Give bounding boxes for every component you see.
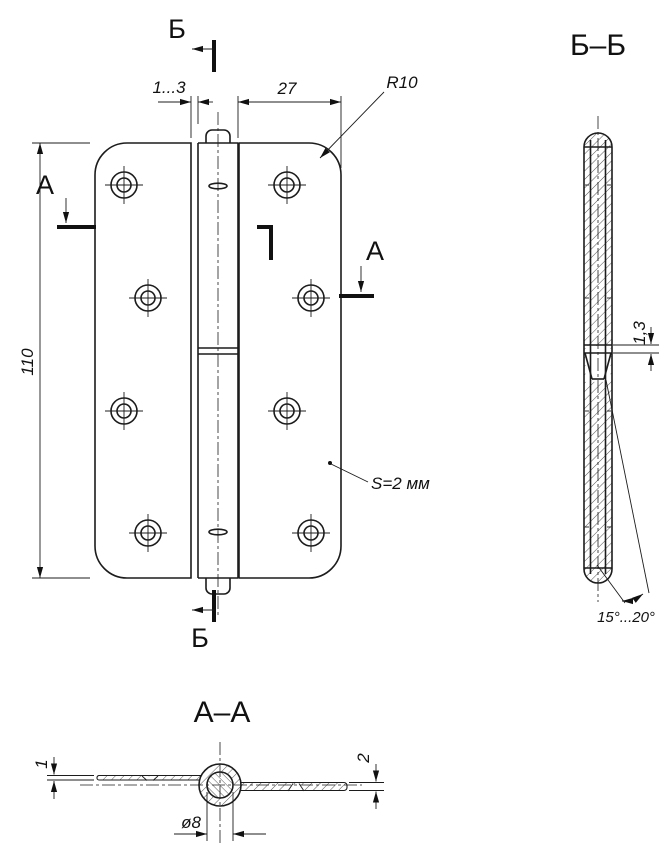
dim-gap-label: 1...3 <box>152 78 186 97</box>
cut-line-a: А А <box>36 170 384 298</box>
dim-left-plate: 1 <box>32 757 94 799</box>
dim-leaf-width: 27 <box>237 79 342 168</box>
right-leaf-outline <box>238 142 342 579</box>
left-leaf-outline <box>94 142 192 579</box>
hinge-barrel <box>197 129 239 595</box>
dim-pin-diameter: ø8 <box>174 792 266 841</box>
dim-knuckle-clearance-label: 1,3 <box>630 321 649 345</box>
front-view: 1...3 27 R10 110 S=2 мм <box>18 14 430 653</box>
countersink-marks <box>141 775 305 792</box>
section-view-bb: Б–Б 1,3 <box>570 29 659 626</box>
cut-label-b-top: Б <box>168 14 186 44</box>
screw-holes <box>104 165 331 553</box>
dim-leaf-width-label: 27 <box>277 79 297 98</box>
dim-height-label: 110 <box>18 348 37 376</box>
note-thickness-label: S=2 мм <box>371 474 430 493</box>
dim-chamfer-angle-label: 15°...20° <box>597 609 655 626</box>
cut-label-a-right: А <box>366 236 384 266</box>
section-aa-title: А–А <box>194 696 251 729</box>
dim-gap: 1...3 <box>152 78 213 138</box>
hole-level-ticks <box>585 184 611 528</box>
cut-label-b-bottom: Б <box>191 623 209 653</box>
dim-corner-radius: R10 <box>319 73 418 159</box>
dim-corner-radius-label: R10 <box>386 73 418 92</box>
note-thickness: S=2 мм <box>328 461 430 493</box>
dim-pin-diameter-label: ø8 <box>181 813 201 832</box>
dim-right-plate-label: 2 <box>354 753 373 764</box>
cut-label-a-left: А <box>36 170 54 200</box>
section-bb-title: Б–Б <box>570 29 626 62</box>
cut-line-b: Б Б <box>168 14 216 653</box>
dim-right-plate: 2 <box>349 753 384 809</box>
dim-knuckle-clearance: 1,3 <box>613 321 659 371</box>
dim-height: 110 <box>18 142 90 579</box>
dim-left-plate-label: 1 <box>32 759 51 768</box>
dim-chamfer-angle: 15°...20° <box>596 379 655 626</box>
section-view-aa: А–А 1 <box>32 696 384 845</box>
